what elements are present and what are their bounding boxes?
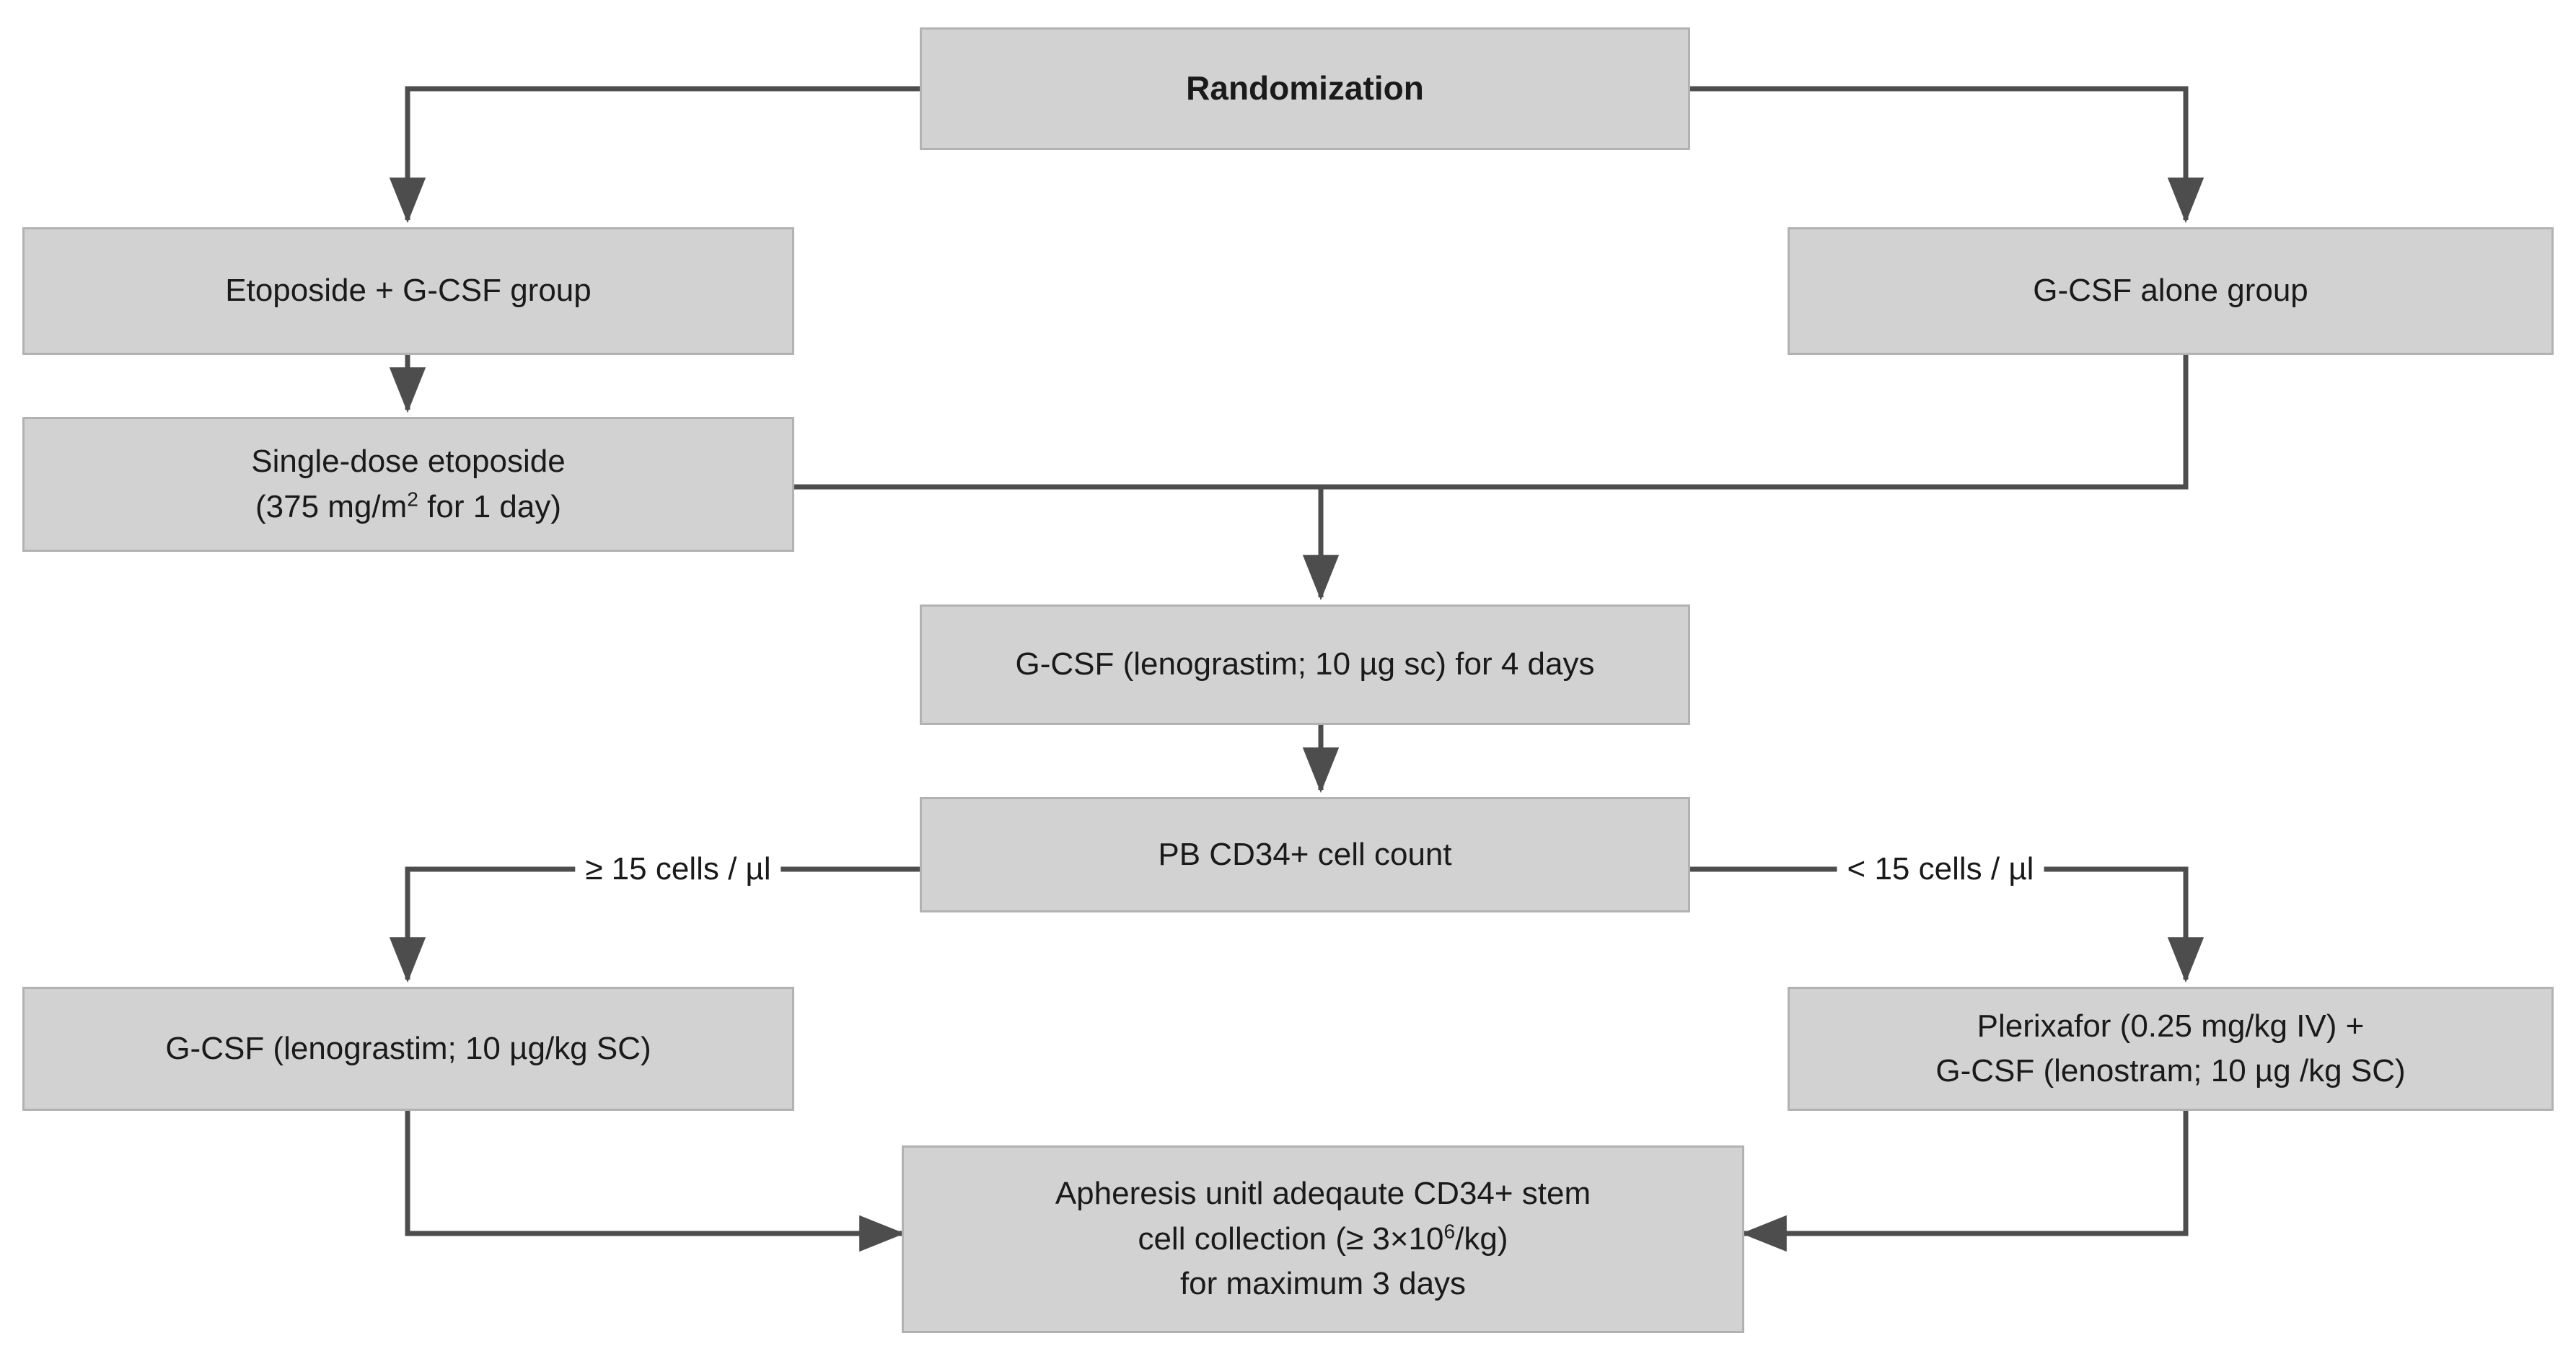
- single-dose-line-1: Single-dose etoposide: [251, 444, 566, 480]
- node-randomization-label: Randomization: [1186, 69, 1424, 107]
- edge-gcsf-alone-to-junction: [1321, 355, 2189, 490]
- edge-plerixafor-apheresis-loop: [1741, 1068, 2204, 1252]
- node-gcsf-lenograstim-label: G-CSF (lenograstim; 10 µg/kg SC): [165, 1030, 651, 1066]
- apheresis-line-3: for maximum 3 days: [1179, 1266, 1467, 1302]
- node-etoposide-gcsf-group-label: Etoposide + G-CSF group: [225, 273, 592, 309]
- node-plerixafor-gcsf-text: Plerixafor (0.25 mg/kg IV) + G-CSF (leno…: [1803, 1004, 2538, 1094]
- plerixafor-line-1: Plerixafor (0.25 mg/kg IV) +: [1977, 1008, 2365, 1044]
- node-single-dose-etoposide-text: Single-dose etoposide (375 mg/m2 for 1 d…: [38, 439, 779, 529]
- edge-randomization-to-gcsf-alone: [1690, 86, 2204, 224]
- node-gcsf-alone-group[interactable]: G-CSF alone group: [1788, 227, 2554, 355]
- node-apheresis-text: Apheresis unitl adeqaute CD34+ stem cell…: [917, 1171, 1729, 1306]
- node-randomization[interactable]: Randomization: [920, 27, 1690, 150]
- apheresis-superscript: 6: [1443, 1220, 1456, 1243]
- single-dose-dose-suffix: for 1 day): [418, 488, 562, 524]
- node-gcsf-4-days-label: G-CSF (lenograstim; 10 µg sc) for 4 days: [1015, 646, 1595, 682]
- node-plerixafor-gcsf[interactable]: Plerixafor (0.25 mg/kg IV) + G-CSF (leno…: [1788, 987, 2554, 1111]
- node-gcsf-4-days[interactable]: G-CSF (lenograstim; 10 µg sc) for 4 days: [920, 604, 1690, 725]
- apheresis-line-1: Apheresis unitl adeqaute CD34+ stem: [1055, 1176, 1591, 1212]
- node-apheresis[interactable]: Apheresis unitl adeqaute CD34+ stem cell…: [902, 1145, 1744, 1333]
- node-etoposide-gcsf-group[interactable]: Etoposide + G-CSF group: [22, 227, 794, 355]
- node-pb-cd34-cell-count[interactable]: PB CD34+ cell count: [920, 797, 1690, 912]
- node-gcsf-lenograstim[interactable]: G-CSF (lenograstim; 10 µg/kg SC): [22, 987, 794, 1111]
- node-gcsf-alone-group-label: G-CSF alone group: [2033, 273, 2308, 309]
- edge-single-dose-to-gcsf4days: [794, 484, 1340, 601]
- apheresis-collection-suffix: /kg): [1455, 1220, 1508, 1257]
- apheresis-collection-prefix: cell collection (≥ 3×10: [1138, 1220, 1444, 1257]
- plerixafor-line-2: G-CSF (lenostram; 10 µg /kg SC): [1935, 1053, 2406, 1088]
- single-dose-dose-prefix: (375 mg/m: [255, 488, 408, 524]
- edge-label-high-cd34: ≥ 15 cells / µl: [575, 853, 781, 885]
- edge-label-low-cd34: < 15 cells / µl: [1837, 853, 2044, 885]
- edge-randomization-to-etoposide: [389, 86, 920, 224]
- node-pb-cd34-cell-count-label: PB CD34+ cell count: [1158, 836, 1452, 872]
- node-single-dose-etoposide[interactable]: Single-dose etoposide (375 mg/m2 for 1 d…: [22, 417, 794, 552]
- edge-gcsf-apheresis-loop: [389, 1068, 905, 1252]
- single-dose-superscript: 2: [407, 487, 418, 510]
